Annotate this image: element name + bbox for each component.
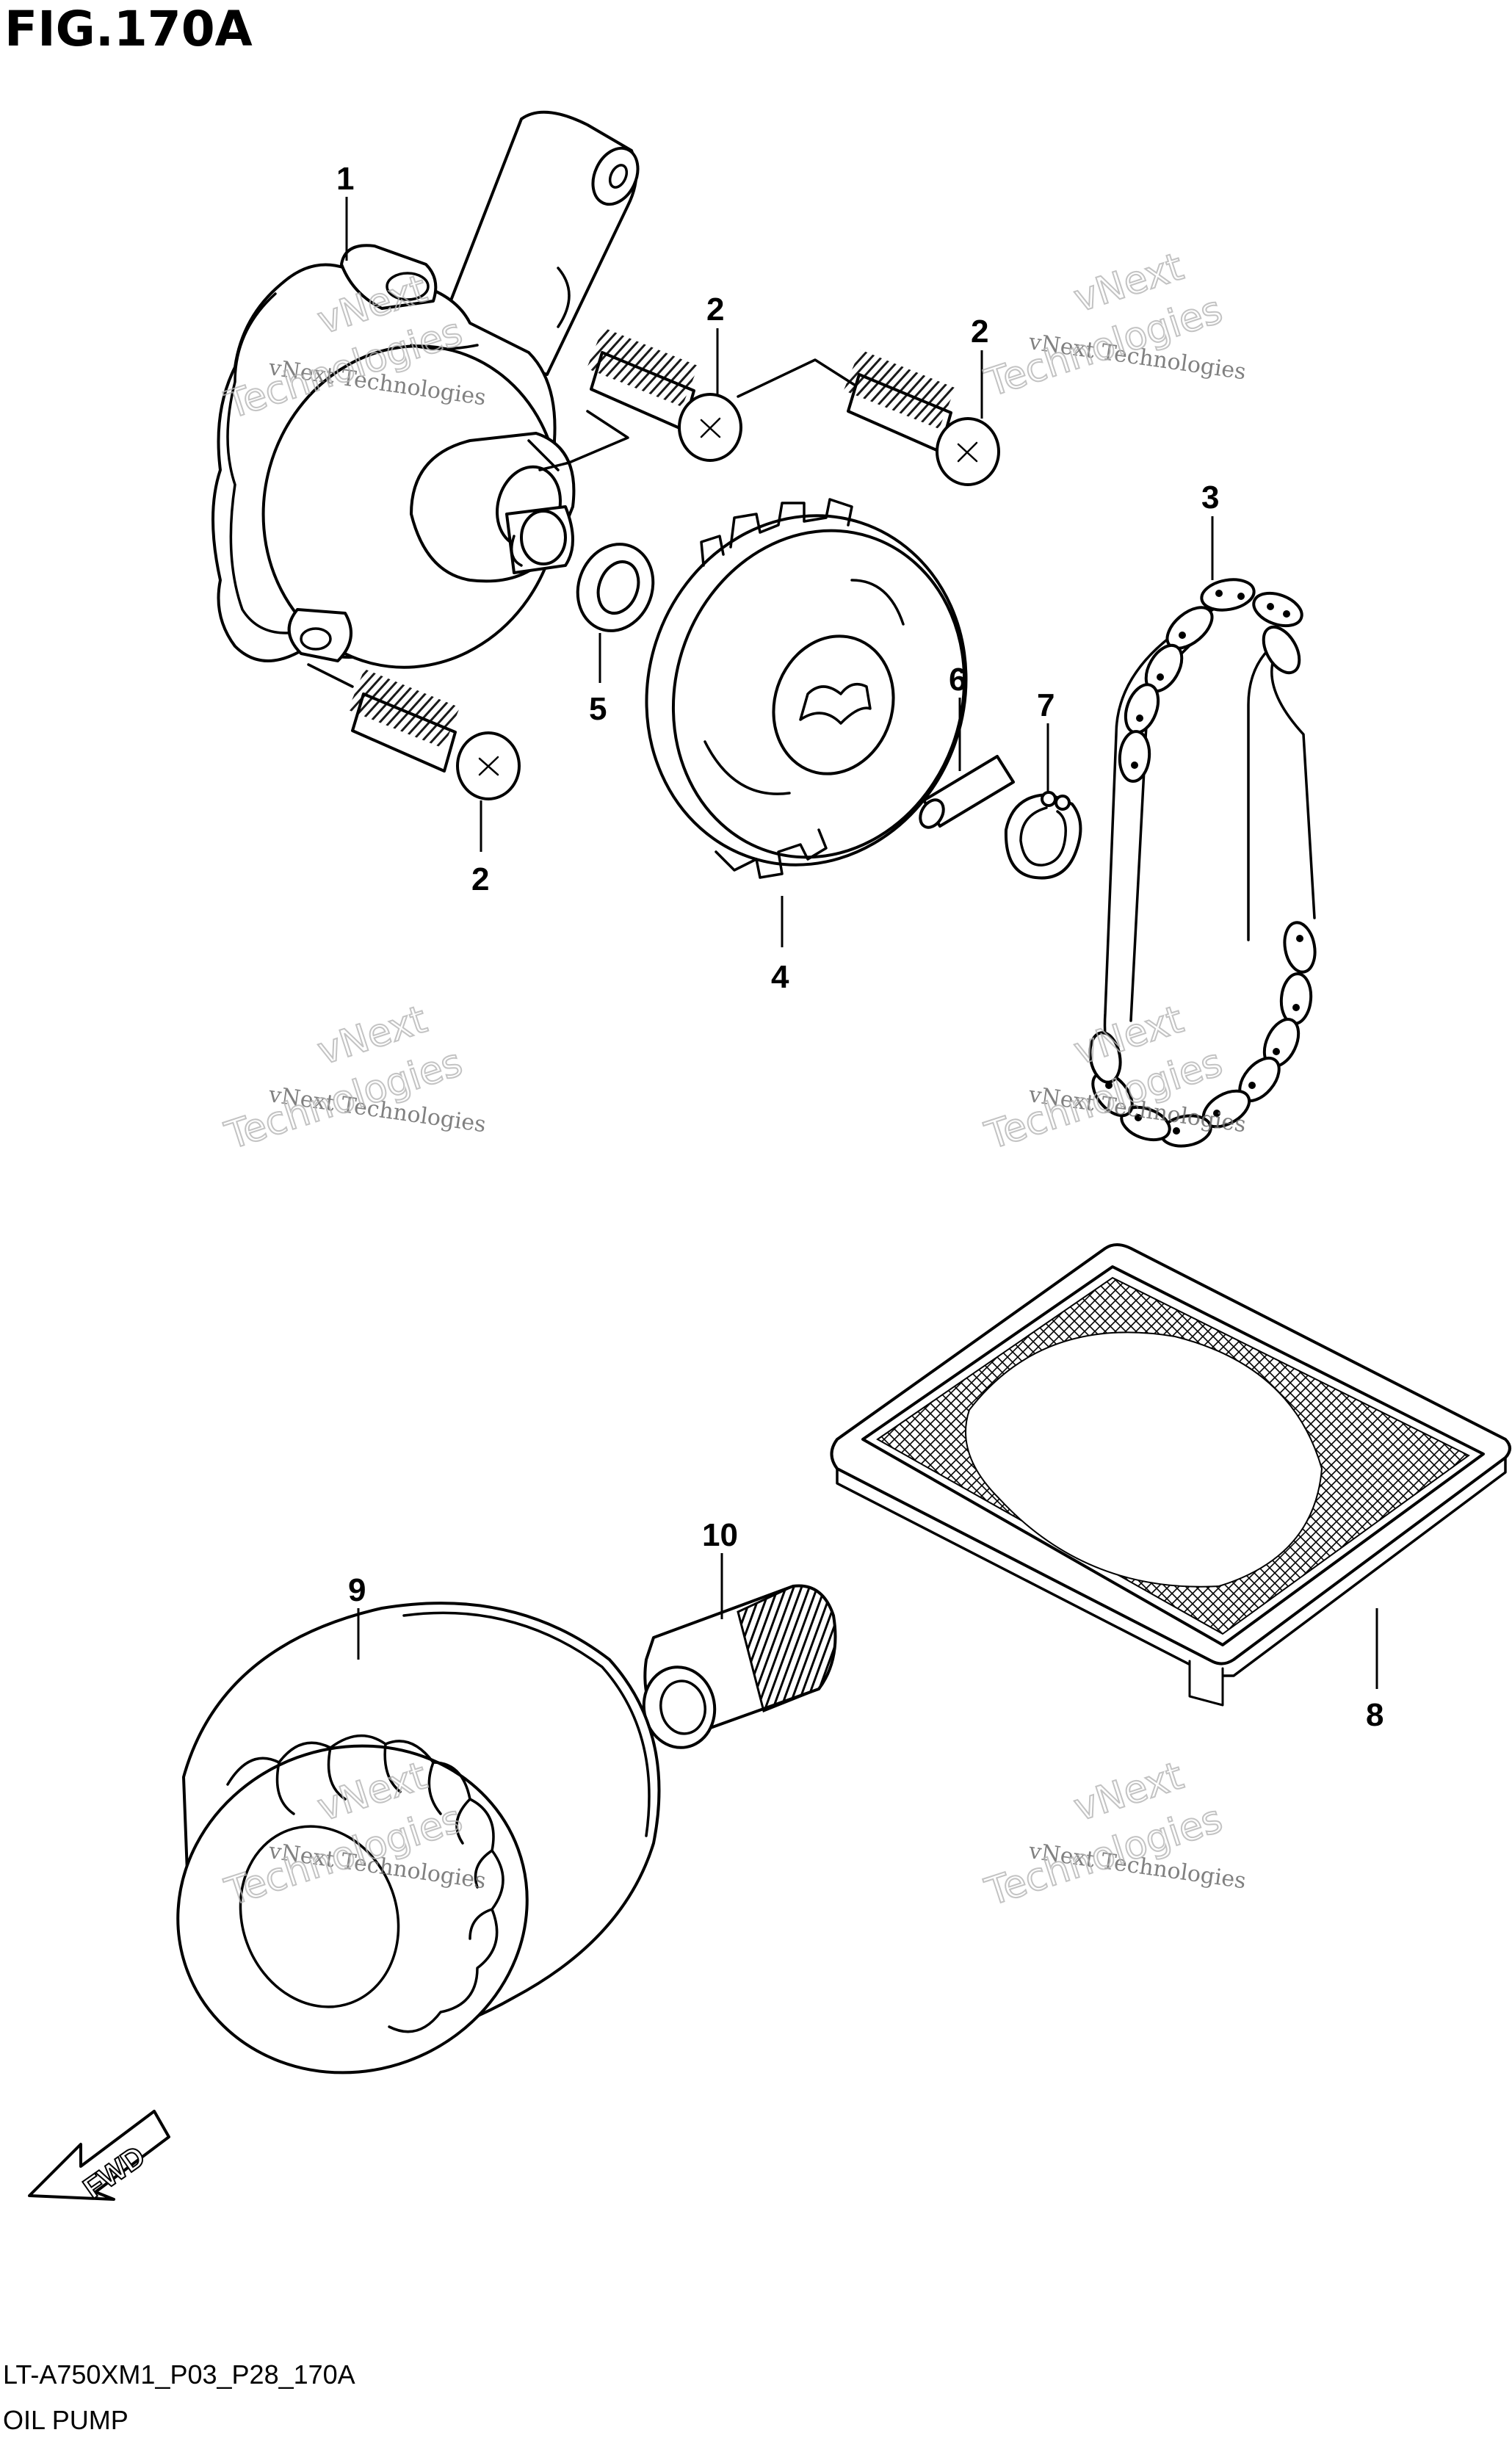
union-bolt — [642, 1584, 837, 1749]
bolt-lower — [347, 668, 521, 800]
oil-strainer — [830, 1243, 1511, 1707]
figure-name: OIL PUMP — [3, 2405, 129, 2435]
callout-10: 10 — [702, 1517, 738, 1553]
callout-2-lower: 2 — [471, 861, 489, 897]
bolt-upper-middle — [586, 327, 742, 462]
callout-2-upper-middle: 2 — [706, 292, 724, 328]
leader-lines — [345, 197, 1378, 1689]
callout-7: 7 — [1037, 687, 1055, 723]
callout-1: 1 — [336, 161, 354, 197]
circlip — [1004, 791, 1082, 880]
fwd-arrow: FWD — [28, 2110, 170, 2206]
callout-8: 8 — [1366, 1697, 1383, 1733]
callout-5: 5 — [589, 691, 607, 727]
washer — [576, 543, 655, 632]
callout-labels: 1 2 2 2 3 4 5 6 7 8 9 10 — [336, 161, 1383, 1733]
bolt-upper-right — [843, 349, 1000, 486]
watermark-top-right: vNext Technologies vNext Technologies — [980, 244, 1248, 406]
oil-pump-body — [211, 110, 640, 669]
callout-9: 9 — [348, 1572, 366, 1608]
dowel-pin — [919, 755, 1015, 829]
watermark-bottom-right: vNext Technologies vNext Technologies — [980, 1753, 1248, 1915]
callout-3: 3 — [1201, 480, 1219, 516]
callout-4: 4 — [771, 959, 789, 995]
figure-title: FIG.170A — [4, 1, 253, 57]
cam-chain — [1088, 578, 1317, 1148]
figure-code: LT-A750XM1_P03_P28_170A — [3, 2359, 355, 2390]
oil-filter — [176, 1602, 661, 2075]
watermark-mid-left: vNext Technologies vNext Technologies — [220, 996, 488, 1159]
callout-6: 6 — [949, 662, 966, 698]
callout-2-upper-right: 2 — [971, 314, 988, 350]
sprocket — [645, 498, 968, 879]
